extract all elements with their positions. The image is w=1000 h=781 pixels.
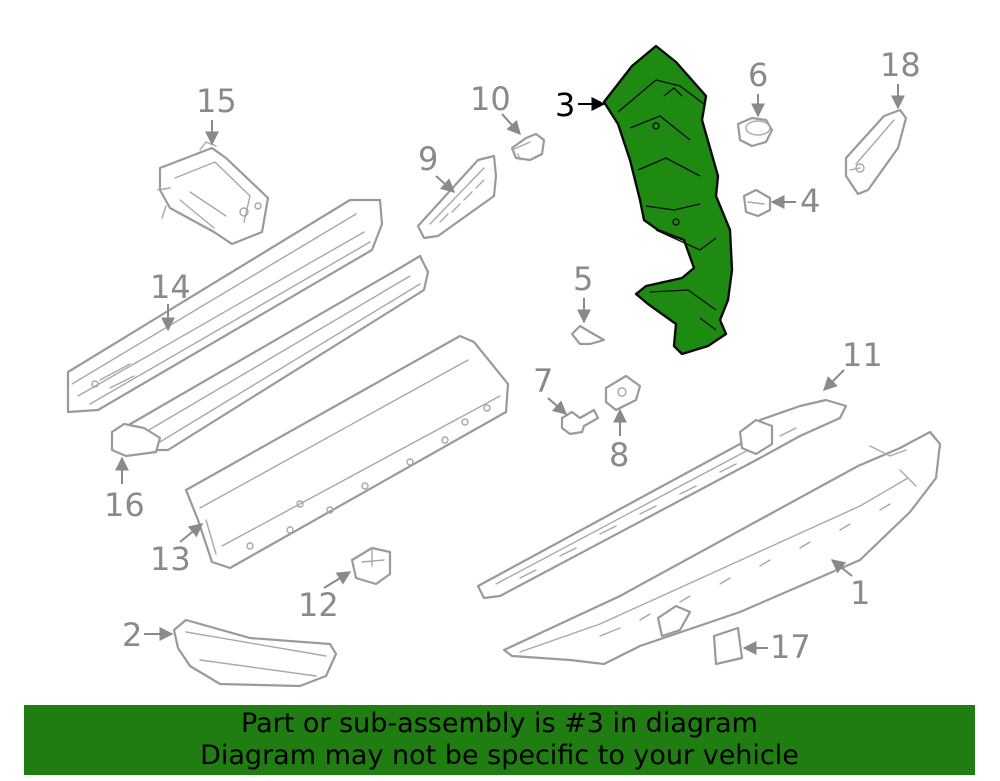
- callout-label-5: 5: [573, 260, 593, 298]
- callout-label-2: 2: [122, 616, 142, 654]
- callout-label-6: 6: [748, 56, 768, 94]
- part-1-lower-valance[interactable]: [502, 430, 942, 666]
- callout-13: 13: [150, 523, 204, 578]
- callout-3: 3: [555, 86, 606, 124]
- part-5-screw[interactable]: [570, 324, 606, 346]
- part-17-cover[interactable]: [712, 626, 744, 666]
- part-12-clip[interactable]: [350, 546, 392, 586]
- callout-label-12: 12: [298, 586, 339, 624]
- callout-15: 15: [196, 82, 237, 146]
- callout-label-10: 10: [470, 80, 511, 118]
- callout-label-17: 17: [770, 628, 811, 666]
- callout-label-8: 8: [609, 436, 629, 474]
- callout-8: 8: [609, 408, 629, 474]
- part-11-bracket-strip[interactable]: [476, 398, 848, 600]
- callout-4: 4: [770, 182, 820, 220]
- callout-label-9: 9: [418, 140, 438, 178]
- part-4-clip[interactable]: [742, 188, 772, 218]
- part-18-reflector[interactable]: [844, 108, 908, 196]
- part-7-bolt[interactable]: [560, 408, 600, 436]
- part-16-absorber[interactable]: [110, 254, 430, 458]
- part-15-bracket[interactable]: [157, 141, 270, 246]
- part-10-push-pin[interactable]: [510, 132, 546, 162]
- info-banner: Part or sub-assembly is #3 in diagram Di…: [24, 705, 975, 775]
- callout-label-3: 3: [555, 86, 575, 124]
- callout-11: 11: [823, 336, 883, 391]
- callout-label-1: 1: [850, 574, 870, 612]
- part-2-side-trim[interactable]: [172, 618, 338, 688]
- part-3-highlighted-bracket[interactable]: [602, 44, 734, 356]
- parts-diagram: 1 2 3 4 5 6 7 8 9 10 11 12: [66, 44, 942, 688]
- callout-label-13: 13: [150, 540, 191, 578]
- callout-10: 10: [470, 80, 521, 136]
- part-9-bracket[interactable]: [416, 154, 498, 240]
- callout-label-16: 16: [104, 486, 145, 524]
- callout-14: 14: [150, 268, 191, 332]
- callout-label-11: 11: [842, 336, 883, 374]
- callout-17: 17: [742, 628, 811, 666]
- callout-16: 16: [104, 456, 145, 524]
- callout-2: 2: [122, 616, 174, 654]
- callout-7: 7: [533, 362, 568, 415]
- callout-12: 12: [298, 571, 352, 624]
- callout-9: 9: [418, 140, 456, 193]
- callout-label-7: 7: [533, 362, 553, 400]
- callout-5: 5: [573, 260, 593, 324]
- callout-label-14: 14: [150, 268, 191, 306]
- banner-line-1: Part or sub-assembly is #3 in diagram: [241, 708, 758, 739]
- callout-label-18: 18: [880, 46, 921, 84]
- callout-6: 6: [748, 56, 768, 118]
- callout-18: 18: [880, 46, 921, 110]
- part-14-impact-bar[interactable]: [66, 198, 384, 414]
- part-8-nut[interactable]: [604, 374, 642, 412]
- part-6-clip[interactable]: [736, 116, 774, 148]
- callout-1: 1: [830, 559, 870, 612]
- callout-label-4: 4: [800, 182, 820, 220]
- callout-label-15: 15: [196, 82, 237, 120]
- banner-line-2: Diagram may not be specific to your vehi…: [200, 740, 799, 771]
